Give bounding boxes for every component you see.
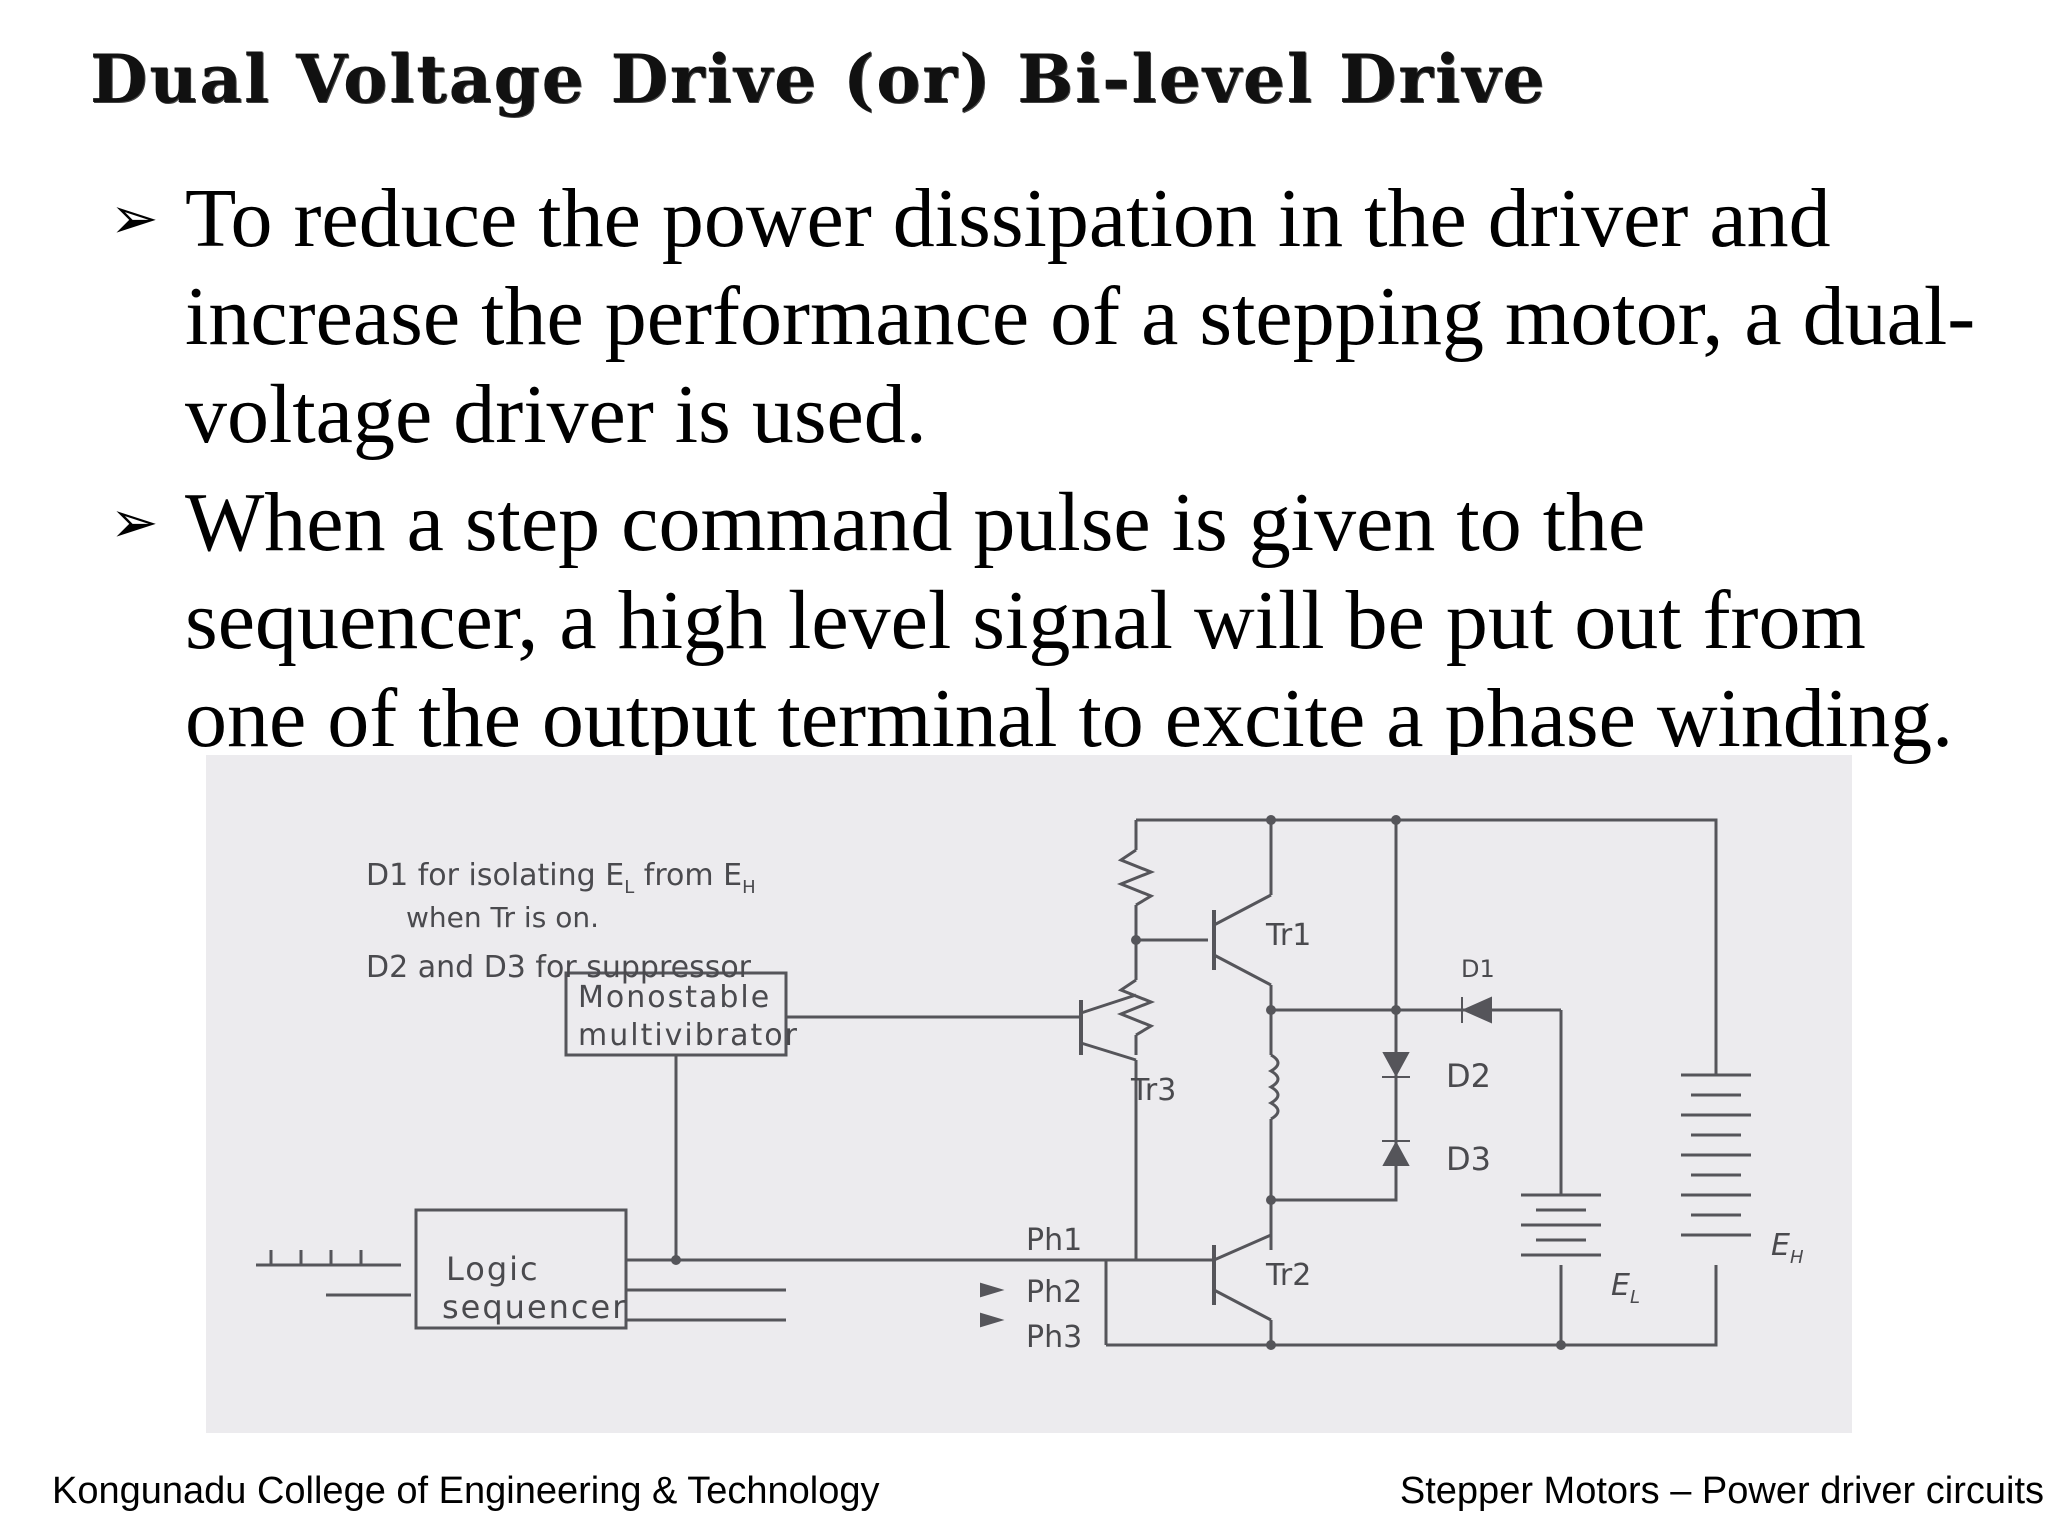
bullet-text: When a step command pulse is given to th… <box>185 476 1954 765</box>
monostable-label-line2: multivibrator <box>578 1018 799 1053</box>
slide-title: Dual Voltage Drive (or) Bi-level Drive <box>90 40 1547 118</box>
d2-label: D2 <box>1446 1057 1491 1095</box>
ph2-label: Ph2 <box>1026 1275 1082 1310</box>
note-d1-line2: when Tr is on. <box>406 901 599 934</box>
circuit-diagram-svg: D1 for isolating EL from EH when Tr is o… <box>256 815 1804 1355</box>
footer-topic: Stepper Motors – Power driver circuits <box>1399 1470 2044 1512</box>
logic-label-line1: Logic <box>446 1250 540 1288</box>
footer-institution: Kongunadu College of Engineering & Techn… <box>52 1470 880 1512</box>
logic-label-line2: sequencer <box>442 1288 627 1326</box>
tr1-label: Tr1 <box>1265 918 1311 953</box>
circuit-diagram: D1 for isolating EL from EH when Tr is o… <box>206 755 1852 1433</box>
bullet-item: ➢ When a step command pulse is given to … <box>110 474 2010 768</box>
note-d2-d3: D2 and D3 for suppressor <box>366 950 752 985</box>
ph1-label: Ph1 <box>1026 1223 1082 1258</box>
ph3-label: Ph3 <box>1026 1320 1082 1355</box>
el-label: EL <box>1611 1268 1640 1308</box>
d3-label: D3 <box>1446 1140 1491 1178</box>
tr2-label: Tr2 <box>1265 1258 1311 1293</box>
tr3-label: Tr3 <box>1130 1073 1176 1108</box>
eh-label: EH <box>1771 1228 1804 1268</box>
d1-label: D1 <box>1461 955 1495 983</box>
monostable-label-line1: Monostable <box>578 980 771 1015</box>
arrow-bullet-icon: ➢ <box>110 184 159 252</box>
bullet-item: ➢ To reduce the power dissipation in the… <box>110 170 2010 464</box>
bullet-text: To reduce the power dissipation in the d… <box>185 172 1976 461</box>
note-d1-line1: D1 for isolating EL from EH <box>366 858 756 898</box>
arrow-bullet-icon: ➢ <box>110 488 159 556</box>
bullet-list: ➢ To reduce the power dissipation in the… <box>110 170 2010 778</box>
